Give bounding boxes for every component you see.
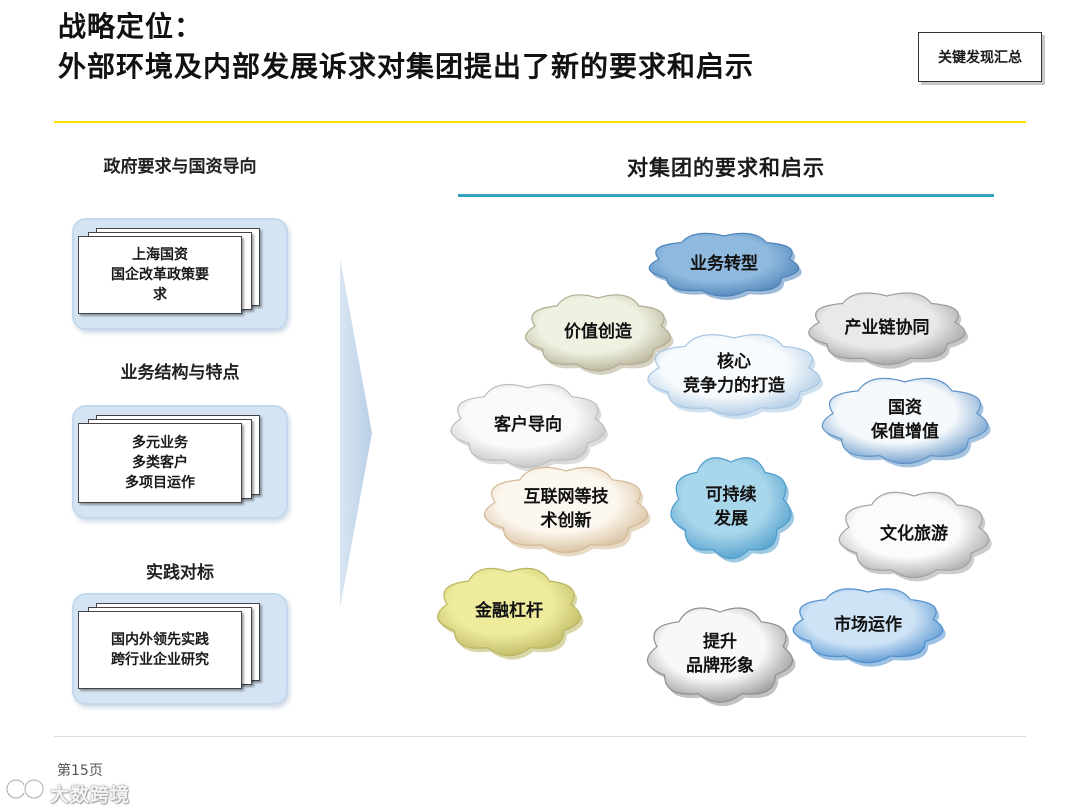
stacked-sheet-front: 上海国资国企改革政策要求 bbox=[78, 236, 242, 314]
cloud-shape bbox=[670, 457, 795, 563]
text-line: 互联网等技 bbox=[523, 487, 609, 507]
cloud-label: 提升品牌形象 bbox=[650, 606, 790, 702]
cloud-6: 客户导向 bbox=[450, 382, 609, 472]
page-number: 第15页 bbox=[57, 763, 103, 779]
text-line: 业务结构与特点 bbox=[120, 363, 240, 383]
text-line: 国内外领先实践 bbox=[111, 632, 209, 648]
cloud-3: 产业链协同 bbox=[808, 290, 969, 369]
text-line: 跨行业企业研究 bbox=[111, 652, 209, 668]
cloud-2: 价值创造 bbox=[525, 292, 674, 375]
text-line: 产业链协同 bbox=[844, 318, 930, 338]
cloud-label: 核心竞争力的打造 bbox=[652, 332, 816, 416]
cloud-12: 提升品牌形象 bbox=[647, 606, 796, 707]
cloud-label: 市场运作 bbox=[796, 586, 940, 664]
cloud-label: 互联网等技术创新 bbox=[488, 465, 644, 553]
text-line: 品牌形象 bbox=[686, 656, 754, 676]
text-line: 国资 bbox=[888, 398, 922, 418]
section-label-section2: 业务结构与特点 bbox=[80, 360, 280, 386]
text-line: 客户导向 bbox=[494, 415, 562, 435]
stacked-sheet-front: 国内外领先实践跨行业企业研究 bbox=[78, 611, 242, 689]
footer-divider bbox=[54, 736, 1026, 737]
cloud-label: 客户导向 bbox=[454, 382, 602, 468]
cloud-shape bbox=[838, 491, 992, 582]
text-line: 发展 bbox=[714, 509, 748, 529]
right-section-title: 对集团的要求和启示 bbox=[627, 155, 825, 180]
text-line: 实践对标 bbox=[146, 563, 214, 583]
cloud-5: 国资保值增值 bbox=[821, 376, 991, 468]
cloud-11: 市场运作 bbox=[792, 586, 946, 667]
watermark-text: 大数跨境 bbox=[50, 784, 131, 806]
text-line: 术创新 bbox=[540, 511, 592, 531]
cloud-shape bbox=[437, 567, 584, 660]
text-line: 市场运作 bbox=[834, 615, 902, 635]
cloud-1: 业务转型 bbox=[648, 230, 802, 301]
cloud-8: 可持续发展 bbox=[670, 456, 795, 563]
card-panel-section3: 国内外领先实践跨行业企业研究 bbox=[72, 593, 288, 705]
cloud-shape bbox=[808, 292, 969, 369]
card-panel-section2: 多元业务多类客户多项目运作 bbox=[72, 405, 288, 519]
cloud-shape bbox=[821, 377, 991, 468]
cloud-7: 互联网等技术创新 bbox=[483, 465, 651, 557]
cloud-shape bbox=[483, 466, 651, 557]
cloud-shape bbox=[525, 294, 674, 375]
stacked-sheet-front: 多元业务多类客户多项目运作 bbox=[78, 423, 242, 503]
text-line: 政府要求与 bbox=[103, 157, 189, 177]
text-line: 上海国资 bbox=[132, 247, 188, 263]
cloud-4: 核心竞争力的打造 bbox=[647, 332, 824, 420]
key-findings-badge: 关键发现汇总 bbox=[918, 32, 1042, 82]
cloud-label: 产业链协同 bbox=[812, 290, 962, 366]
text-line: 多元业务 bbox=[132, 435, 188, 451]
text-line: 价值创造 bbox=[564, 322, 632, 342]
cloud-10: 金融杠杆 bbox=[437, 566, 584, 660]
cloud-label: 金融杠杆 bbox=[440, 566, 578, 656]
right-title-underline bbox=[458, 194, 994, 197]
cloud-label: 可持续发展 bbox=[672, 456, 790, 558]
title-line-2: 外部环境及内部发展诉求对集团提出了新的要求和启示 bbox=[58, 50, 755, 83]
text-line: 业务转型 bbox=[690, 254, 758, 274]
text-line: 核心 bbox=[717, 352, 751, 372]
cloud-shape bbox=[450, 383, 609, 472]
text-line: 多类客户 bbox=[132, 455, 188, 471]
text-line: 提升 bbox=[703, 632, 737, 652]
cloud-label: 业务转型 bbox=[652, 230, 796, 298]
text-line: 求 bbox=[153, 287, 167, 303]
text-line: 保值增值 bbox=[871, 422, 939, 442]
text-line: 文化旅游 bbox=[880, 524, 948, 544]
text-line: 国资导向 bbox=[188, 157, 257, 177]
text-line: 竞争力的打造 bbox=[683, 376, 785, 396]
title-line-1: 战略定位： bbox=[58, 10, 204, 43]
cloud-label: 价值创造 bbox=[528, 292, 668, 372]
text-line: 多项目运作 bbox=[125, 475, 195, 491]
section-label-section3: 实践对标 bbox=[80, 560, 280, 586]
big-right-arrow bbox=[340, 258, 372, 608]
text-line: 可持续 bbox=[705, 485, 757, 505]
text-line: 金融杠杆 bbox=[475, 601, 543, 621]
card-panel-section1: 上海国资国企改革政策要求 bbox=[72, 218, 288, 330]
cloud-9: 文化旅游 bbox=[838, 490, 992, 582]
section-label-section1: 政府要求与国资导向 bbox=[80, 154, 280, 180]
watermark-logo-icon bbox=[5, 778, 45, 800]
text-line: 国企改革政策要 bbox=[111, 267, 209, 283]
cloud-label: 国资保值增值 bbox=[826, 376, 984, 464]
cloud-label: 文化旅游 bbox=[842, 490, 986, 578]
title-divider bbox=[54, 121, 1026, 123]
cloud-shape bbox=[647, 334, 824, 420]
cloud-shape bbox=[648, 232, 802, 301]
cloud-shape bbox=[647, 607, 796, 707]
cloud-shape bbox=[792, 588, 946, 667]
